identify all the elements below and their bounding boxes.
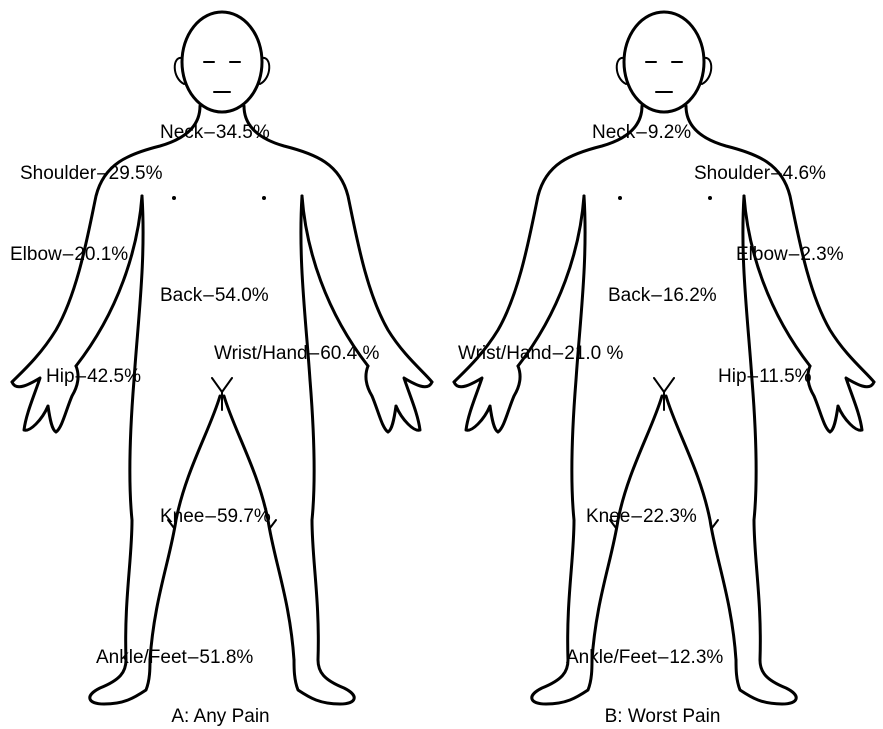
ankle-feet-label: Ankle/Feet–51.8% <box>96 647 253 669</box>
site-name: Hip <box>718 366 747 387</box>
separator: – <box>651 285 662 306</box>
site-name: Knee <box>160 506 204 527</box>
shoulder-label: Shoulder–4.6% <box>694 163 826 185</box>
ankle-feet-label: Ankle/Feet–12.3% <box>566 647 723 669</box>
back-label: Back–16.2% <box>608 285 717 307</box>
site-value: 2.3% <box>800 244 843 265</box>
site-value: 60.4 % <box>320 343 379 364</box>
site-value: 21.0 % <box>564 343 623 364</box>
knee-label: Knee–59.7% <box>160 506 271 528</box>
separator: – <box>631 506 642 527</box>
site-name: Knee <box>586 506 630 527</box>
site-name: Wrist/Hand <box>458 343 552 364</box>
panel-any-pain: Neck–34.5% Shoulder–29.5% Elbow–20.1% Ba… <box>0 0 441 729</box>
site-name: Wrist/Hand <box>214 343 308 364</box>
panel-caption: A: Any Pain <box>0 706 441 728</box>
site-value: 4.6% <box>783 163 826 184</box>
separator: – <box>203 285 214 306</box>
separator: – <box>771 163 782 184</box>
site-name: Elbow <box>736 244 788 265</box>
site-name: Back <box>608 285 650 306</box>
separator: – <box>205 506 216 527</box>
site-value: 59.7% <box>217 506 271 527</box>
separator: – <box>204 122 215 143</box>
separator: – <box>748 366 759 387</box>
site-name: Ankle/Feet <box>96 647 187 668</box>
panel-worst-pain: Neck–9.2% Shoulder–4.6% Elbow–2.3% Back–… <box>442 0 883 729</box>
site-name: Elbow <box>10 244 62 265</box>
elbow-label: Elbow–2.3% <box>736 244 844 266</box>
separator: – <box>76 366 87 387</box>
site-name: Neck <box>160 122 203 143</box>
hip-label: Hip–42.5% <box>46 366 141 388</box>
site-value: 42.5% <box>87 366 141 387</box>
site-name: Hip <box>46 366 75 387</box>
site-value: 29.5% <box>109 163 163 184</box>
site-value: 11.5% <box>759 366 811 387</box>
wrist-hand-label: Wrist/Hand–21.0 % <box>458 343 623 365</box>
elbow-label: Elbow–20.1% <box>10 244 128 266</box>
site-value: 34.5% <box>216 122 270 143</box>
hip-label: Hip–11.5% <box>718 366 812 388</box>
site-value: 20.1% <box>74 244 128 265</box>
separator: – <box>309 343 320 364</box>
site-value: 51.8% <box>199 647 253 668</box>
separator: – <box>789 244 800 265</box>
site-name: Neck <box>592 122 635 143</box>
panel-caption: B: Worst Pain <box>442 706 883 728</box>
separator: – <box>636 122 647 143</box>
separator: – <box>553 343 564 364</box>
back-label: Back–54.0% <box>160 285 269 307</box>
site-value: 16.2% <box>663 285 717 306</box>
site-value: 22.3% <box>643 506 697 527</box>
separator: – <box>188 647 199 668</box>
site-name: Shoulder <box>20 163 96 184</box>
site-value: 9.2% <box>648 122 691 143</box>
site-value: 12.3% <box>669 647 723 668</box>
separator: – <box>658 647 669 668</box>
shoulder-label: Shoulder–29.5% <box>20 163 163 185</box>
knee-label: Knee–22.3% <box>586 506 697 528</box>
neck-label: Neck–34.5% <box>160 122 270 144</box>
site-name: Shoulder <box>694 163 770 184</box>
site-name: Back <box>160 285 202 306</box>
wrist-hand-label: Wrist/Hand–60.4 % <box>214 343 379 365</box>
separator: – <box>97 163 108 184</box>
site-name: Ankle/Feet <box>566 647 657 668</box>
separator: – <box>63 244 74 265</box>
site-value: 54.0% <box>215 285 269 306</box>
neck-label: Neck–9.2% <box>592 122 691 144</box>
